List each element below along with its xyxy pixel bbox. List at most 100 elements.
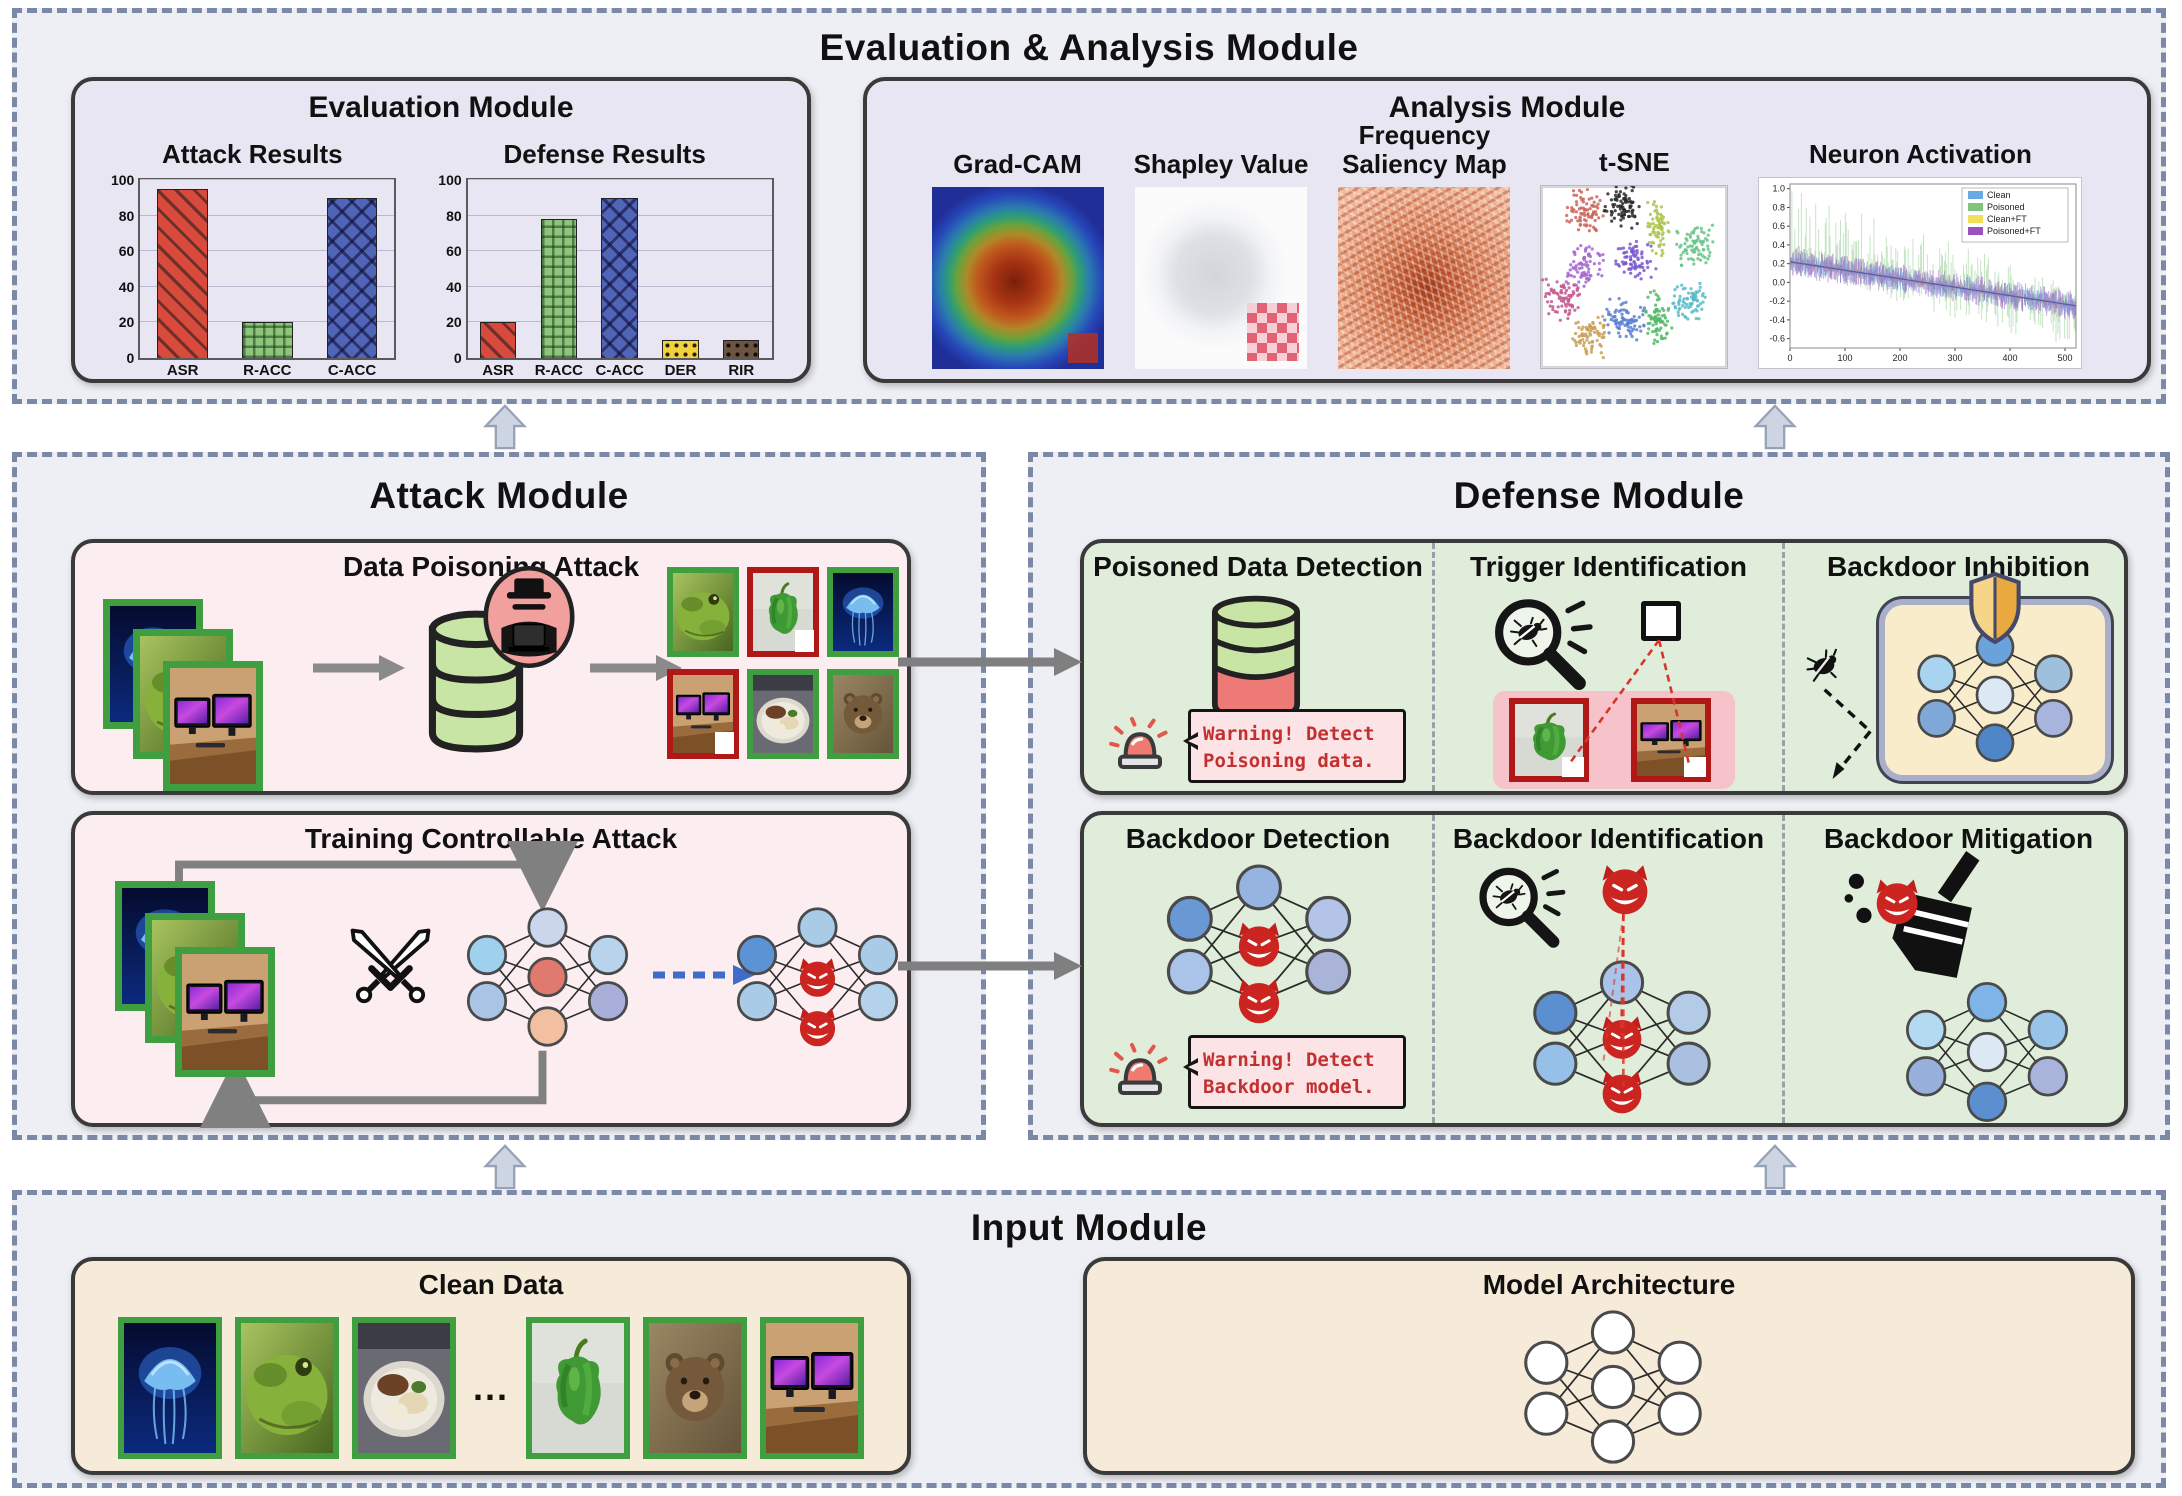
- detected-backdoor-network: [1164, 861, 1354, 1027]
- defense-data-level-panel: Poisoned Data Detection Warning! Detect …: [1080, 539, 2128, 795]
- poisoned-data-detection-cell: Poisoned Data Detection Warning! Detect …: [1084, 543, 1432, 791]
- svg-text:-0.6: -0.6: [1770, 334, 1786, 344]
- y-tick-label: 60: [446, 243, 462, 260]
- clean-image-monitors: [760, 1317, 864, 1459]
- y-tick-label: 60: [118, 243, 135, 260]
- trigger-patch: [1562, 756, 1584, 777]
- y-tick-label: 20: [118, 314, 135, 331]
- data-poisoning-attack-panel: Data Poisoning Attack: [71, 539, 911, 795]
- alarm-icon: [1108, 1041, 1172, 1105]
- trigger-patch: [794, 630, 814, 652]
- frequency-saliency-image: [1338, 187, 1511, 369]
- clean-image-stack: [103, 599, 293, 799]
- neuron-activation-label: Neuron Activation: [1808, 138, 2032, 169]
- backdoor-mitigation-title: Backdoor Mitigation: [1823, 823, 2094, 854]
- shapley-image: [1135, 187, 1307, 369]
- clean-data-ellipsis: ...: [472, 1367, 509, 1408]
- svg-text:0: 0: [1788, 353, 1793, 363]
- training-controllable-attack-panel: Training Controllable Attack: [71, 811, 911, 1128]
- category-label: R-ACC: [534, 362, 584, 379]
- training-image-stack: [115, 881, 305, 1081]
- poisoned-grid-jellyfish: [827, 567, 899, 657]
- svg-text:0.2: 0.2: [1773, 259, 1786, 269]
- gradcam-image: [931, 187, 1104, 369]
- bug-icon: [1803, 643, 1845, 685]
- svg-text:-0.2: -0.2: [1770, 296, 1786, 306]
- triggered-pepper-image: [1509, 698, 1589, 782]
- shield-icon: [1964, 571, 2026, 645]
- cleaned-neural-network: [1893, 979, 2081, 1125]
- bar-rir: [723, 340, 760, 358]
- backdoor-mitigation-cell: Backdoor Mitigation: [1782, 815, 2132, 1123]
- y-tick-label: 20: [446, 314, 462, 331]
- shapley-label: Shapley Value: [1133, 148, 1309, 179]
- model-architecture-title: Model Architecture: [1482, 1269, 1736, 1300]
- evaluation-analysis-module: Evaluation & Analysis Module Evaluation …: [12, 8, 2166, 404]
- clean-image-bear: [643, 1317, 747, 1459]
- trigger-patch: [1684, 756, 1706, 777]
- y-tick-label: 40: [446, 278, 462, 295]
- poisoned-data-detection-title: Poisoned Data Detection: [1093, 551, 1423, 582]
- y-tick-label: 100: [438, 172, 462, 188]
- clean-image-food: [351, 1317, 456, 1459]
- backdoor-detection-cell: Backdoor Detection Warning! Detect Backd…: [1084, 815, 1432, 1123]
- backdoor-detection-title: Backdoor Detection: [1125, 823, 1391, 854]
- analysis-item-gradcam: Grad-CAM: [931, 149, 1104, 369]
- stack-image-monitors: [175, 947, 275, 1077]
- model-architecture-network: [1513, 1307, 1713, 1467]
- bar-asr: [479, 322, 517, 358]
- evaluation-analysis-title: Evaluation & Analysis Module: [819, 27, 1359, 68]
- defense-module-title: Defense Module: [1453, 475, 1745, 516]
- svg-text:400: 400: [2003, 353, 2018, 363]
- trigger-patch: [714, 732, 734, 754]
- svg-text:300: 300: [1948, 353, 1963, 363]
- category-label: ASR: [482, 362, 514, 379]
- devil-icon: [1597, 861, 1653, 917]
- model-architecture-panel: Model Architecture: [1083, 1257, 2135, 1475]
- arrow-training-to-defense: [898, 952, 1082, 980]
- svg-text:Poisoned: Poisoned: [1987, 202, 2025, 212]
- attack-module: Attack Module Data Poisoning Attack: [12, 452, 986, 1140]
- y-tick-label: 0: [453, 350, 462, 366]
- category-label: C-ACC: [595, 362, 644, 379]
- y-tick-label: 100: [110, 172, 135, 188]
- defense-results-title: Defense Results: [503, 139, 706, 169]
- protected-neural-network: [1910, 625, 2080, 765]
- clean-data-title: Clean Data: [418, 1269, 564, 1300]
- shapley-trigger-patch: [1247, 303, 1299, 361]
- trigger-examples-box: [1493, 691, 1735, 789]
- backdoor-inhibition-cell: Backdoor Inhibition: [1782, 543, 2132, 791]
- backdoored-neural-network: [735, 903, 900, 1051]
- input-module-title: Input Module: [970, 1207, 1208, 1248]
- stack-image-monitors: [163, 661, 263, 791]
- y-tick-label: 40: [118, 278, 135, 295]
- data-poisoning-attack-title: Data Poisoning Attack: [342, 551, 640, 582]
- clean-image-frog: [234, 1317, 339, 1459]
- identified-backdoor-network: [1527, 957, 1717, 1117]
- poisoned-grid-monitors: [667, 669, 739, 759]
- clean-data-row: ...: [75, 1315, 907, 1461]
- svg-text:-0.4: -0.4: [1770, 315, 1786, 325]
- attack-module-title: Attack Module: [369, 475, 629, 516]
- bar-r-acc: [540, 219, 578, 358]
- attack-results-title: Attack Results: [162, 139, 343, 169]
- magnifier-bug-icon: [1467, 857, 1571, 961]
- svg-text:Clean+FT: Clean+FT: [1987, 214, 2027, 224]
- arrow-defense-to-analysis: [1752, 402, 1798, 452]
- arrow-db-to-poisoned: [590, 655, 682, 681]
- svg-text:0.4: 0.4: [1773, 240, 1786, 250]
- svg-text:Clean: Clean: [1987, 190, 2011, 200]
- bar-c-acc: [326, 197, 378, 358]
- analysis-module-title: Analysis Module: [1388, 91, 1626, 124]
- poison-database-icon: [1200, 591, 1312, 725]
- gradcam-trigger-patch: [1067, 333, 1098, 363]
- alarm-icon: [1108, 715, 1172, 779]
- category-label: R-ACC: [243, 362, 292, 379]
- defense-model-level-panel: Backdoor Detection Warning! Detect Backd…: [1080, 811, 2128, 1127]
